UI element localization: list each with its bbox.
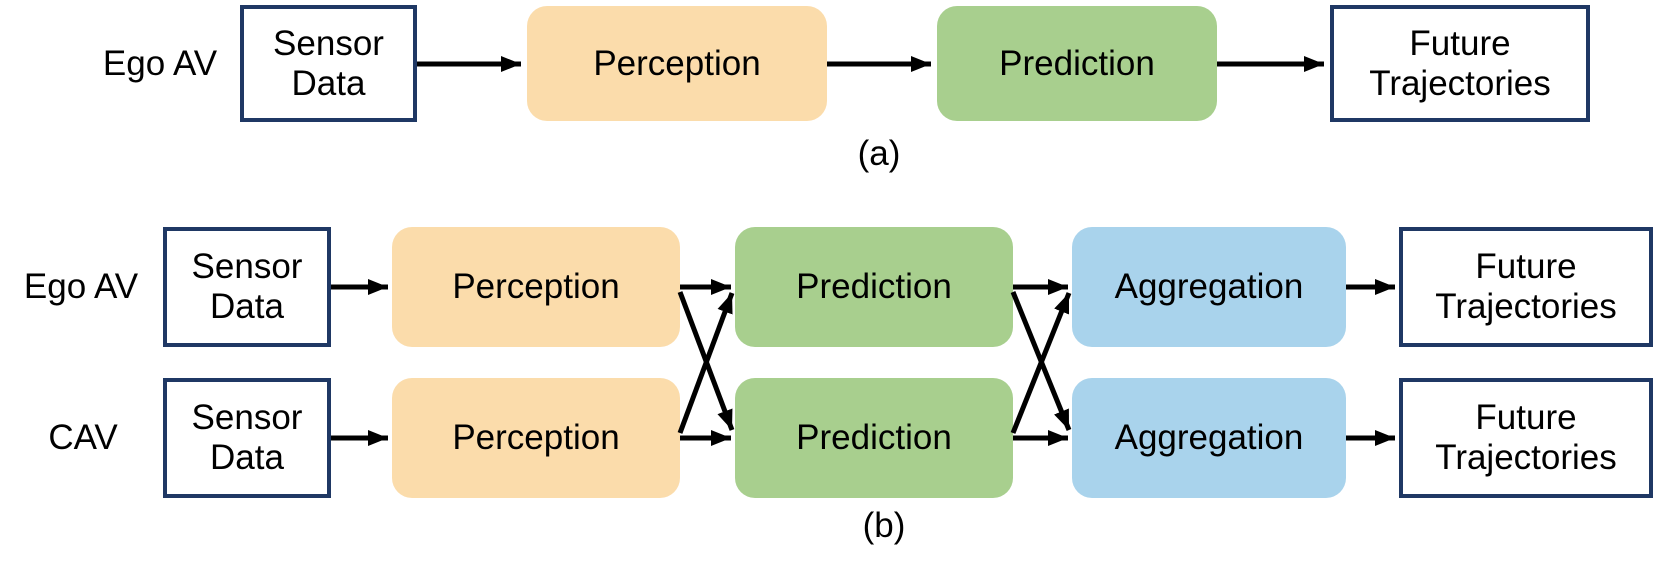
sensor-data-label: Sensor Data: [191, 247, 303, 326]
aggregation-label: Aggregation: [1114, 418, 1304, 458]
future-trajectories-label: Future Trajectories: [1435, 398, 1617, 477]
aggregation-label: Aggregation: [1114, 267, 1304, 307]
sensor-data-box-a: Sensor Data: [240, 5, 417, 122]
arrow-prediction-cav-to-aggregation-ego-cross: [1010, 292, 1072, 434]
perception-label: Perception: [593, 43, 761, 83]
arrow-perception-cav-to-prediction-ego-cross: [677, 292, 735, 434]
prediction-box-b-ego: Prediction: [735, 227, 1013, 347]
actor-label-ego-av-a: Ego AV: [102, 44, 218, 83]
actor-label-ego-av-b: Ego AV: [23, 267, 139, 306]
arrow-prediction-ego-to-aggregation-cav-cross: [1010, 291, 1072, 431]
future-trajectories-label: Future Trajectories: [1435, 247, 1617, 326]
prediction-label: Prediction: [796, 267, 952, 307]
arrow-perception-ego-to-prediction-cav-cross: [677, 291, 735, 431]
perception-label: Perception: [452, 418, 620, 458]
future-trajectories-label: Future Trajectories: [1369, 23, 1551, 103]
prediction-box-a: Prediction: [937, 6, 1217, 121]
future-trajectories-box-b-ego: Future Trajectories: [1399, 227, 1653, 347]
sensor-data-box-b-ego: Sensor Data: [163, 227, 331, 347]
perception-box-a: Perception: [527, 6, 827, 121]
aggregation-box-b-cav: Aggregation: [1072, 378, 1346, 498]
actor-label-cav-b: CAV: [48, 418, 118, 457]
prediction-label: Prediction: [999, 43, 1155, 83]
caption-a: (a): [857, 134, 901, 173]
perception-box-b-ego: Perception: [392, 227, 680, 347]
perception-label: Perception: [452, 267, 620, 307]
sensor-data-label: Sensor Data: [191, 398, 303, 477]
sensor-data-box-b-cav: Sensor Data: [163, 378, 331, 498]
caption-b: (b): [862, 506, 906, 545]
perception-box-b-cav: Perception: [392, 378, 680, 498]
future-trajectories-box-a: Future Trajectories: [1330, 5, 1590, 122]
aggregation-box-b-ego: Aggregation: [1072, 227, 1346, 347]
sensor-data-label: Sensor Data: [273, 23, 384, 103]
prediction-box-b-cav: Prediction: [735, 378, 1013, 498]
prediction-label: Prediction: [796, 418, 952, 458]
future-trajectories-box-b-cav: Future Trajectories: [1399, 378, 1653, 498]
